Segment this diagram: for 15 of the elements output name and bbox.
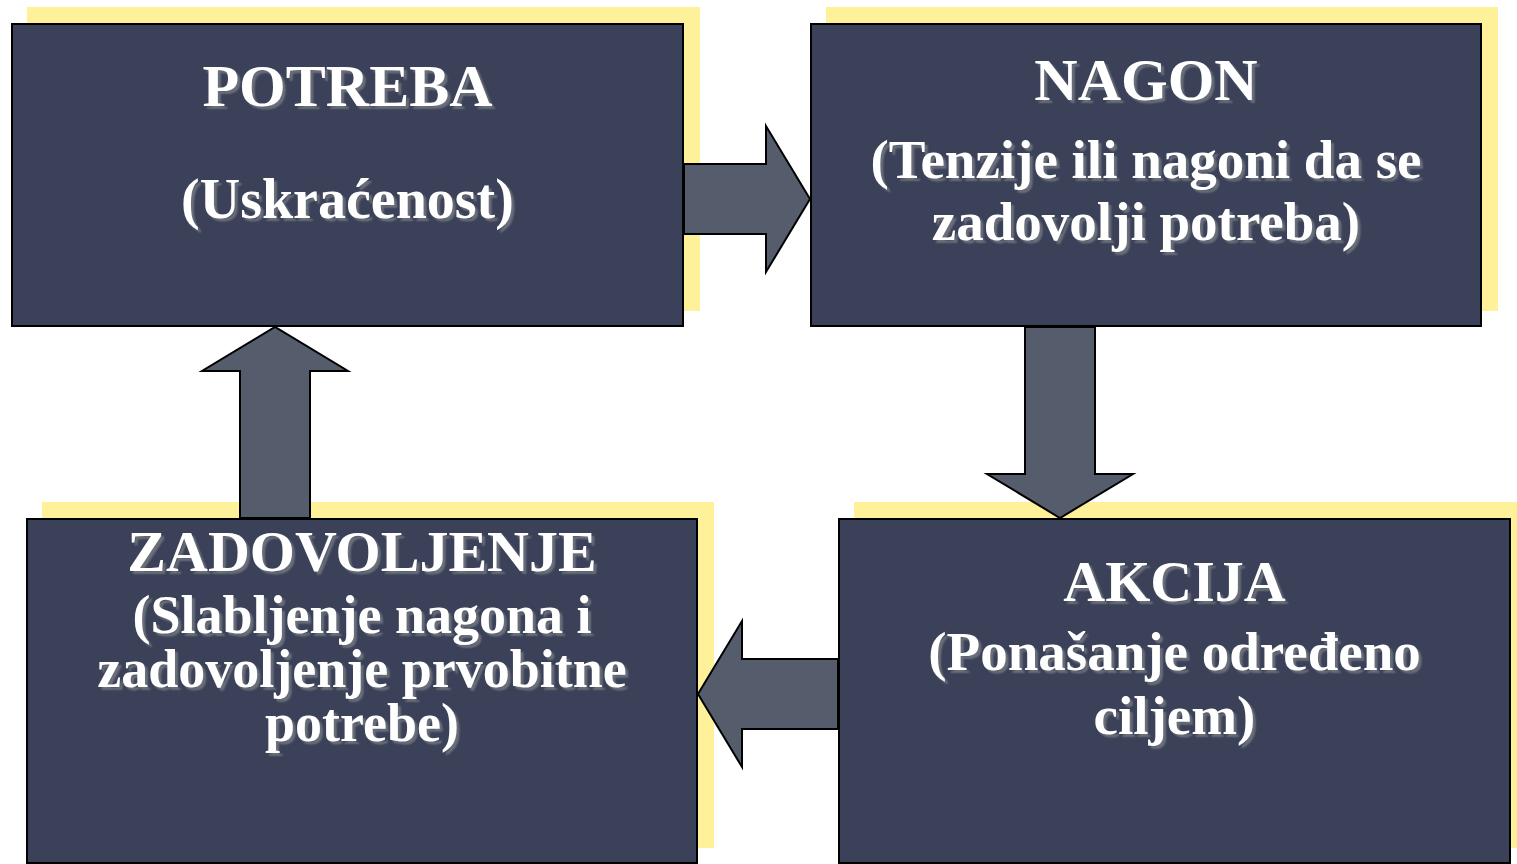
block-arrow [198, 325, 352, 519]
process-box [838, 518, 1511, 864]
box-heading: NAGON [1034, 47, 1258, 113]
box-text: (Tenzije ili nagoni da se zadovolji potreba) [869, 129, 1423, 253]
block-arrow [983, 326, 1137, 520]
box-text: (Uskraćenost) [181, 169, 514, 229]
box-heading: AKCIJA [1063, 550, 1286, 614]
process-box [810, 23, 1482, 327]
box-heading: POTREBA [202, 53, 493, 119]
block-arrow [683, 122, 812, 276]
block-arrow [696, 617, 839, 771]
box-heading: ZADOVOLJENJE [127, 520, 597, 584]
process-box [26, 518, 698, 864]
process-box [11, 23, 684, 327]
box-text: (Ponašanje određeno ciljem) [927, 620, 1422, 748]
